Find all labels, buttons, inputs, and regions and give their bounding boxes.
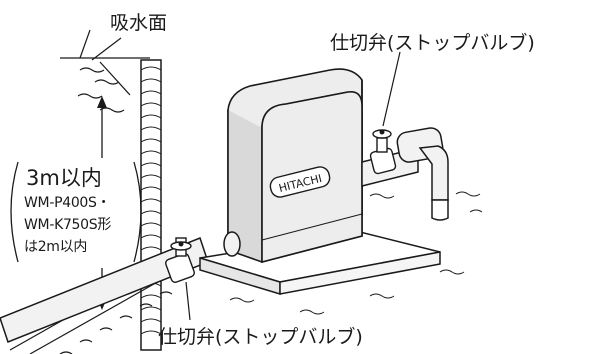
brand-plate: HITACHI [269, 166, 331, 198]
pump-base [199, 231, 465, 315]
depth-note-line1: WM-P400S・ [24, 195, 111, 211]
suction-surface-label: 吸水面 [110, 12, 168, 34]
pump-body [227, 68, 363, 264]
leader-lines [91, 37, 401, 321]
inlet-joint [223, 231, 241, 257]
wall-column [140, 59, 162, 351]
depth-note-line3: は2m以内 [24, 239, 88, 255]
valve-bottom-label: 仕切弁(ストップバルブ) [158, 326, 363, 348]
stop-valve-top [369, 129, 397, 175]
valve-top-label: 仕切弁(ストップバルブ) [330, 32, 535, 54]
stop-valve-bottom [165, 237, 195, 283]
depth-limit-label: 3m以内 [26, 166, 102, 190]
depth-note-line2: WM-K750S形 [24, 217, 112, 233]
suction-water-surface [60, 29, 150, 113]
depth-text-brackets [10, 161, 142, 263]
